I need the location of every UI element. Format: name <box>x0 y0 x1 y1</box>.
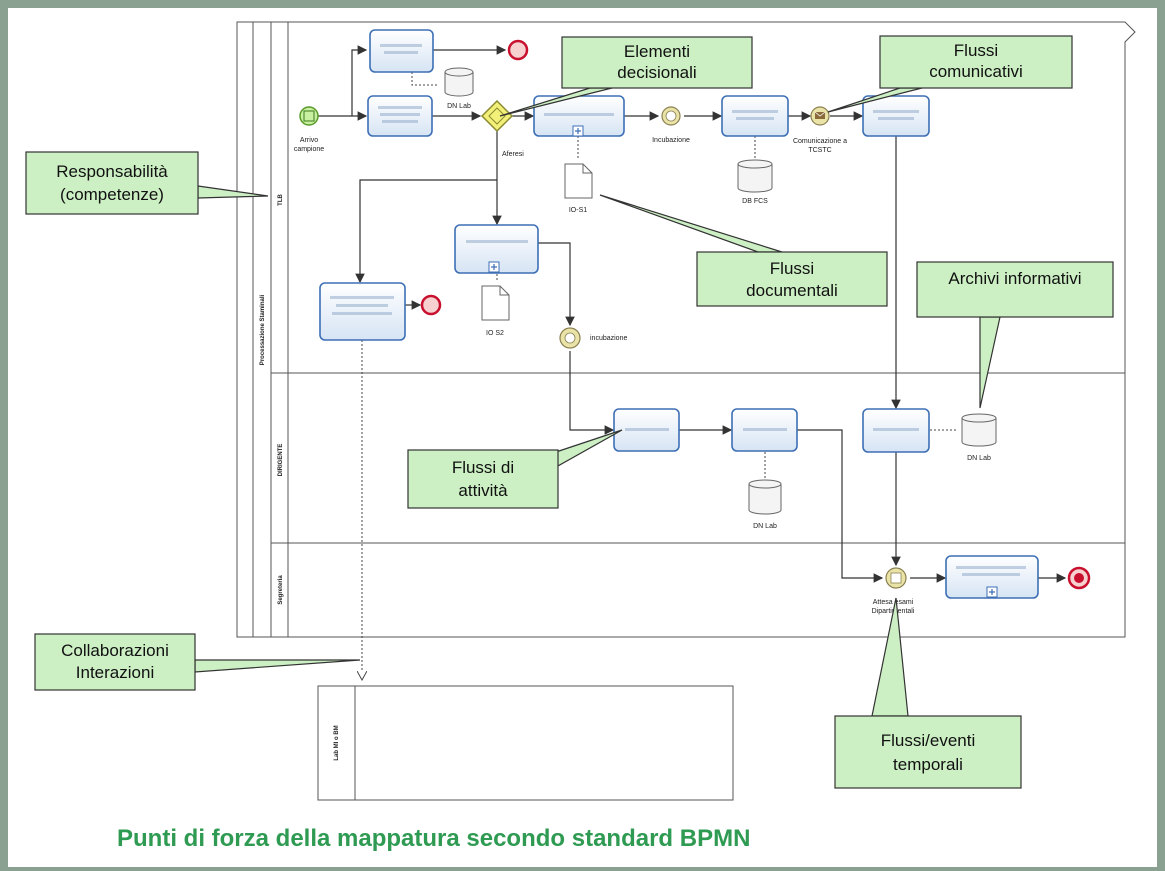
timer-event-incubazione-1 <box>661 106 681 126</box>
sequence-flows <box>318 45 1067 583</box>
bpmn-tasks <box>319 29 1039 599</box>
callout-archivi-informativi: Archivi informativi <box>916 261 1114 318</box>
callout-elementi-line1: Elementi <box>624 42 690 61</box>
task-validazione <box>862 408 930 453</box>
callout-attivita-line2: attività <box>458 481 508 500</box>
callout-flussi-attivita: Flussi di attività <box>407 449 559 509</box>
timer-event-incubazione-2 <box>559 327 581 349</box>
document-io-s2 <box>481 285 510 321</box>
pool-label: Processazione Staminali <box>260 294 266 365</box>
task-elaborazione-dati <box>862 95 930 137</box>
label-io-s2: IO S2 <box>486 330 504 337</box>
label-dn-lab-2: DN Lab <box>753 523 777 530</box>
callout-flussi-comunicativi: Flussi comunicativi <box>879 35 1073 89</box>
task-registrazione <box>369 29 434 73</box>
datastore-dn-lab-2 <box>748 479 782 515</box>
label-dn-lab-1: DN Lab <box>447 103 471 110</box>
data-stores <box>444 67 997 515</box>
end-event-2 <box>420 294 442 316</box>
label-incubazione-2: incubazione <box>590 335 627 342</box>
label-incubazione-1: Incubazione <box>652 137 690 144</box>
label-start-2: campione <box>294 146 324 153</box>
callout-collaborazioni-line2: Interazioni <box>76 663 154 682</box>
datastore-db-fcs <box>737 159 773 193</box>
end-event-1 <box>507 39 529 61</box>
external-pool-label: Lab MI o BM <box>334 725 340 760</box>
lane-label-dirigente: DIRIGENTE <box>278 444 284 477</box>
message-event <box>810 106 830 126</box>
end-event-final <box>1067 566 1091 590</box>
lane-label-tlb: TLB <box>278 194 284 206</box>
label-db-fcs: DB FCS <box>742 198 768 205</box>
callout-responsabilita-line1: Responsabilità <box>56 162 168 181</box>
callout-temporali-line2: temporali <box>893 755 963 774</box>
task-richiesta-biologia <box>319 282 406 341</box>
external-pool: Lab MI o BM <box>317 685 734 801</box>
label-dn-lab-3: DN Lab <box>967 455 991 462</box>
document-io-s1 <box>564 163 593 199</box>
intermediate-event-attesa <box>885 567 907 589</box>
label-attesa-1: Attesa esami <box>873 599 914 606</box>
callout-temporali-line1: Flussi/eventi <box>881 731 975 750</box>
callout-archivi-line1: Archivi informativi <box>948 269 1081 288</box>
start-event <box>299 106 319 126</box>
datastore-dn-lab-3 <box>961 413 997 447</box>
footer-title: Punti di forza della mappatura secondo s… <box>117 825 750 852</box>
callout-collaborazioni: Collaborazioni Interazioni <box>34 633 196 691</box>
callout-elementi-decisionali: Elementi decisionali <box>561 36 753 89</box>
callout-responsabilita-line2: (competenze) <box>60 185 164 204</box>
task-acquisizione-citometro <box>721 95 789 137</box>
label-start-1: Arrivo <box>300 137 318 144</box>
callout-attivita-line1: Flussi di <box>452 458 514 477</box>
callout-flussi-documentali: Flussi documentali <box>696 251 888 307</box>
callout-collaborazioni-line1: Collaborazioni <box>61 641 169 660</box>
task-lettura-colonie <box>613 408 680 452</box>
label-aferesi: Aferesi <box>502 151 524 158</box>
datastore-dn-lab-1 <box>444 67 474 97</box>
label-comunicazione-2: TCSTC <box>808 147 831 154</box>
callout-elementi-line2: decisionali <box>617 63 696 82</box>
callout-pointers <box>194 87 1001 717</box>
callout-documentali-line1: Flussi <box>770 259 814 278</box>
label-comunicazione-1: Comunicazione a <box>793 138 847 145</box>
task-allestimento-colonie <box>454 224 539 274</box>
gateway-decision <box>480 99 514 133</box>
callout-documentali-line2: documentali <box>746 281 838 300</box>
label-io-s1: IO-S1 <box>569 207 587 214</box>
callout-flussi-temporali: Flussi/eventi temporali <box>834 715 1022 789</box>
bpmn-events <box>299 39 1091 590</box>
task-valutazione <box>367 95 433 137</box>
data-objects <box>481 163 593 321</box>
task-refertazione <box>731 408 798 452</box>
callout-comunicativi-line1: Flussi <box>954 41 998 60</box>
callout-comunicativi-line2: comunicativi <box>929 62 1023 81</box>
task-invio-referto <box>945 555 1039 599</box>
lane-label-segreteria: Segreteria <box>278 575 284 605</box>
task-allestimento-campioni <box>533 95 625 137</box>
callout-responsabilita: Responsabilità (competenze) <box>25 151 199 215</box>
